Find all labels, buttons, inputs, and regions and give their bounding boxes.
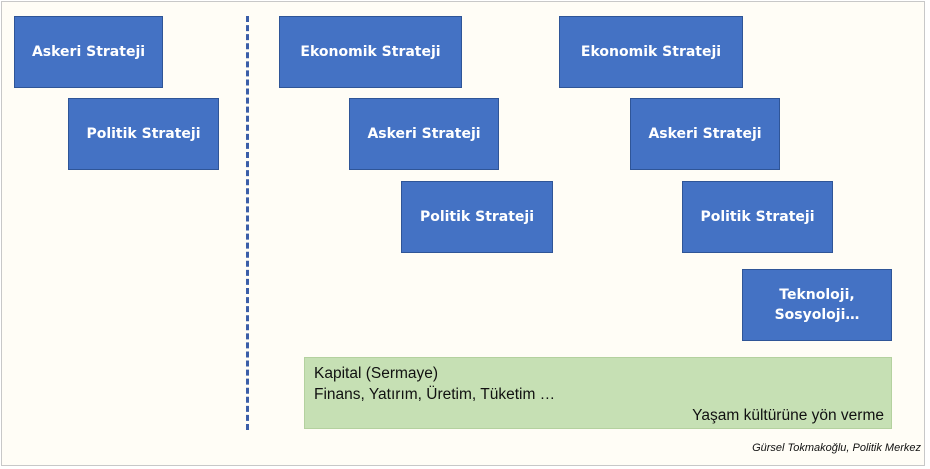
right-political-strategy-box: Politik Strateji <box>682 181 833 253</box>
right-economic-strategy-box: Ekonomik Strateji <box>559 16 743 88</box>
capital-items: Finans, Yatırım, Üretim, Tüketim … <box>314 386 556 403</box>
capital-title: Kapital (Sermaye) <box>314 365 439 382</box>
author-credit: Gürsel Tokmakoğlu, Politik Merkez <box>752 442 921 454</box>
middle-military-strategy-box: Askeri Strateji <box>349 98 499 170</box>
left-military-strategy-box: Askeri Strateji <box>14 16 163 88</box>
capital-box: Kapital (Sermaye) Finans, Yatırım, Üreti… <box>304 357 892 429</box>
right-military-strategy-box: Askeri Strateji <box>630 98 780 170</box>
middle-political-strategy-box: Politik Strateji <box>401 181 553 253</box>
middle-economic-strategy-box: Ekonomik Strateji <box>279 16 462 88</box>
dashed-divider <box>246 16 249 430</box>
technology-sociology-box: Teknoloji, Sosyoloji… <box>742 269 892 341</box>
left-political-strategy-box: Politik Strateji <box>68 98 219 170</box>
capital-culture-note: Yaşam kültürüne yön verme <box>692 407 884 424</box>
